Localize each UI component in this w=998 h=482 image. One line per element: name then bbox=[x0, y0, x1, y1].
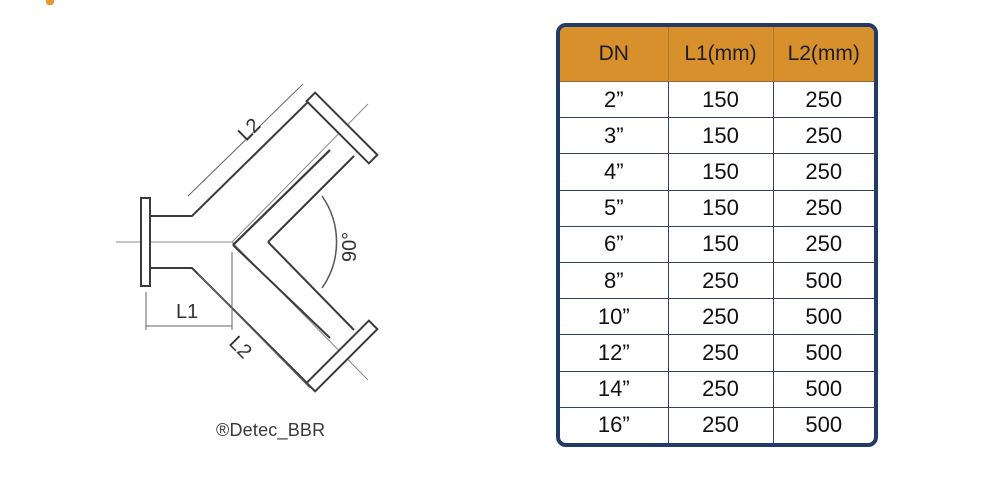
cell-l1: 150 bbox=[668, 81, 774, 119]
header-dn: DN bbox=[560, 27, 669, 82]
cell-l1: 250 bbox=[668, 334, 774, 372]
cell-dn: 14” bbox=[560, 371, 669, 408]
cell-dn: 5” bbox=[560, 190, 669, 227]
cell-dn: 2” bbox=[560, 81, 669, 119]
copyright-caption: ®Detec_BBR bbox=[216, 420, 326, 440]
cell-l2: 250 bbox=[773, 81, 874, 119]
dimension-l2-upper bbox=[187, 83, 304, 197]
cell-dn: 3” bbox=[560, 117, 669, 155]
header-l2: L2(mm) bbox=[773, 27, 874, 82]
cell-l1: 250 bbox=[668, 371, 774, 408]
table-header-row: DN L1(mm) L2(mm) bbox=[560, 27, 874, 82]
cell-l2: 500 bbox=[773, 371, 874, 408]
body-inner-lower bbox=[232, 244, 331, 339]
left-flange bbox=[140, 197, 151, 287]
accent-mark bbox=[46, 0, 54, 5]
cell-l2: 500 bbox=[773, 334, 874, 372]
branch-lower-inner bbox=[267, 241, 355, 331]
label-l2-top: L2 bbox=[234, 114, 265, 145]
cell-l2: 250 bbox=[773, 190, 874, 227]
cell-l1: 150 bbox=[668, 226, 774, 263]
upper-flange bbox=[305, 91, 379, 165]
lower-flange bbox=[305, 319, 379, 393]
cell-dn: 8” bbox=[560, 262, 669, 300]
lateral-fitting-drawing: L2 L2 L1 90° bbox=[116, 83, 379, 393]
cell-l1: 250 bbox=[668, 262, 774, 300]
body-lower-outline bbox=[150, 267, 311, 387]
cell-dn: 4” bbox=[560, 153, 669, 191]
cell-l2: 500 bbox=[773, 262, 874, 300]
dimension-l2-lower bbox=[197, 273, 311, 389]
cell-l1: 250 bbox=[668, 298, 774, 336]
branch-upper-inner bbox=[267, 155, 355, 243]
cell-l2: 250 bbox=[773, 226, 874, 263]
cell-dn: 10” bbox=[560, 298, 669, 336]
cell-dn: 12” bbox=[560, 334, 669, 372]
angle-arc bbox=[321, 195, 338, 289]
cell-l1: 150 bbox=[668, 117, 774, 155]
cell-dn: 6” bbox=[560, 226, 669, 263]
cell-l2: 500 bbox=[805, 412, 843, 438]
cell-l2: 250 bbox=[773, 153, 874, 191]
cell-l2: 250 bbox=[773, 117, 874, 155]
table-row: 16”250 500 bbox=[560, 407, 874, 443]
body-upper-outline bbox=[150, 99, 311, 217]
label-l2-bottom: L2 bbox=[224, 332, 255, 363]
label-l1: L1 bbox=[176, 301, 198, 323]
cell-l1: 250 bbox=[668, 407, 774, 443]
label-angle: 90° bbox=[339, 232, 361, 262]
cell-dn: 16” bbox=[560, 407, 669, 443]
header-l1: L1(mm) bbox=[668, 27, 774, 82]
cell-l2: 500 bbox=[773, 298, 874, 336]
cell-l1: 150 bbox=[668, 153, 774, 191]
cell-l1: 150 bbox=[668, 190, 774, 227]
